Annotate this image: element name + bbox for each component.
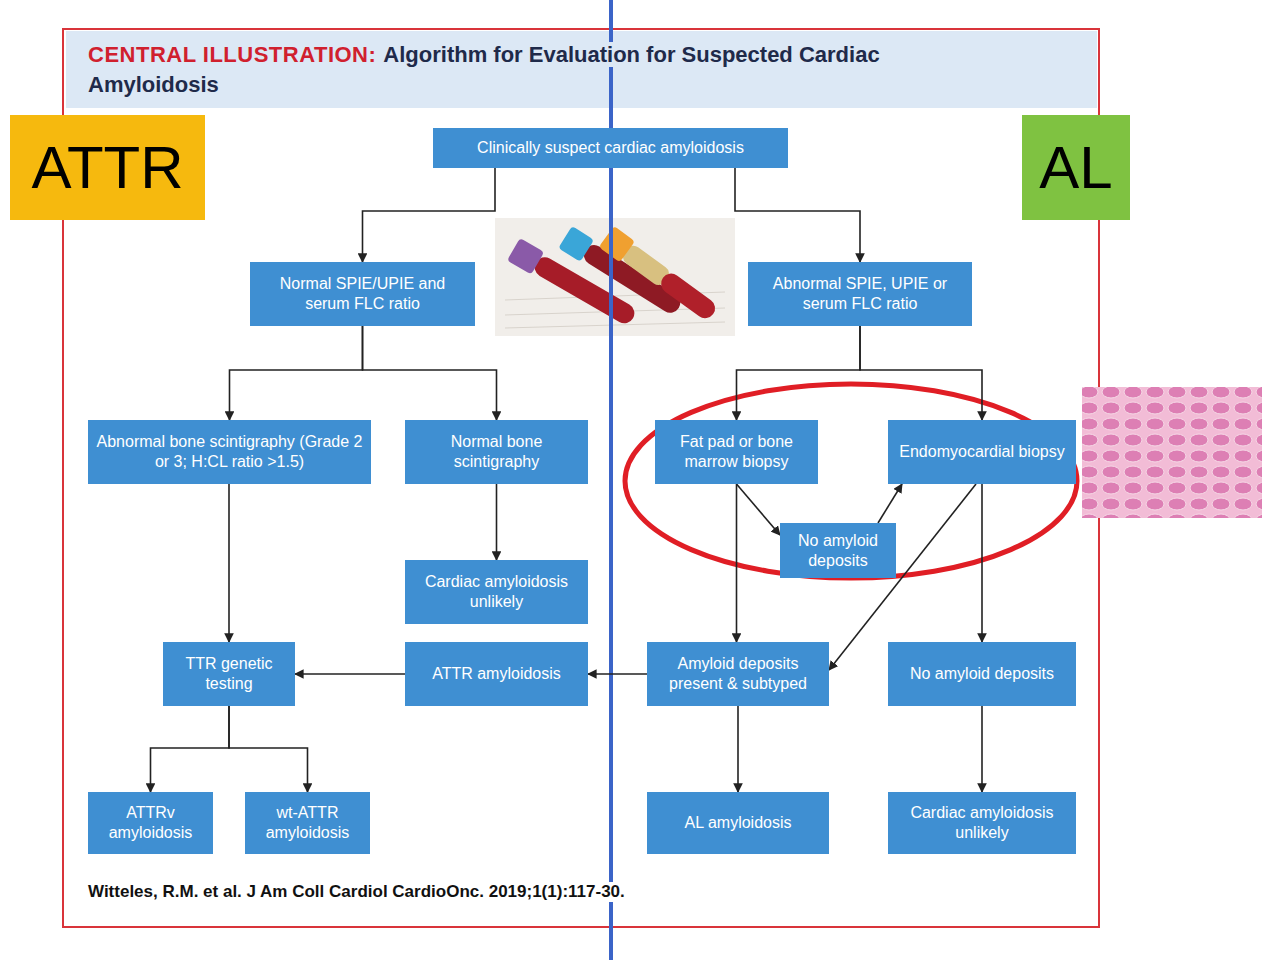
tube [599,226,721,325]
process-box: Abnormal bone scintigraphy (Grade 2 or 3… [88,420,371,484]
process-box: Endomyocardial biopsy [888,420,1076,484]
tube-body [657,270,719,323]
tube [558,226,685,319]
result-box: ATTRv amyloidosis [88,792,213,854]
tube-cap [558,226,594,262]
flow-arrow [981,484,983,642]
result-box: Cardiac amyloidosis unlikely [405,560,588,624]
box-text: AL amyloidosis [655,813,821,833]
blood-tubes-photo [495,218,735,336]
flow-arrow [735,168,860,262]
box-text: Cardiac amyloidosis unlikely [896,803,1068,843]
box-text: Amyloid deposits present & subtyped [655,654,821,694]
process-box: TTR genetic testing [163,642,295,706]
flow-arrow [860,326,982,420]
box-text: AL [1026,135,1126,201]
flow-arrow [363,326,497,420]
result-box: Amyloid deposits present & subtyped [647,642,829,706]
type-tag: AL [1022,115,1130,220]
flow-arrow [588,673,647,675]
highlight-ellipse [625,384,1077,578]
result-box: ATTR amyloidosis [405,642,588,706]
box-text: TTR genetic testing [171,654,287,694]
process-box: Abnormal SPIE, UPIE or serum FLC ratio [748,262,972,326]
result-box: No amyloid deposits [888,642,1076,706]
box-text: No amyloid deposits [896,664,1068,684]
paper-line [505,322,725,328]
flow-arrow [736,484,738,642]
title-block: CENTRAL ILLUSTRATION:Algorithm for Evalu… [88,40,948,99]
process-box: No amyloid deposits [780,523,896,578]
histology-image [1082,387,1262,518]
flow-arrow [737,484,781,535]
box-text: Abnormal SPIE, UPIE or serum FLC ratio [756,274,964,314]
flow-arrow [295,673,405,675]
type-tag: ATTR [10,115,205,220]
flow-arrow [737,706,739,792]
process-box: Clinically suspect cardiac amyloidosis [433,128,788,168]
caption: Witteles, R.M. et al. J Am Coll Cardiol … [88,882,625,902]
flow-arrow [151,706,230,792]
box-text: Normal bone scintigraphy [413,432,580,472]
figure-frame [63,29,1099,927]
flow-arrow [230,326,363,420]
title-tag: CENTRAL ILLUSTRATION: [88,42,376,67]
flow-arrow [363,168,496,262]
result-box: AL amyloidosis [647,792,829,854]
box-text: ATTR [14,135,201,201]
box-text: Endomyocardial biopsy [896,442,1068,462]
title-band [66,31,1097,108]
flow-arrow [981,706,983,792]
process-box: Normal bone scintigraphy [405,420,588,484]
process-box: Normal SPIE/UPIE and serum FLC ratio [250,262,475,326]
tube-cap [507,238,544,275]
box-text: Fat pad or bone marrow biopsy [663,432,810,472]
box-text: ATTRv amyloidosis [96,803,205,843]
box-text: Abnormal bone scintigraphy (Grade 2 or 3… [96,432,363,472]
process-box: Fat pad or bone marrow biopsy [655,420,818,484]
result-box: Cardiac amyloidosis unlikely [888,792,1076,854]
flow-arrow [229,706,308,792]
flow-arrow [228,484,230,642]
result-box: wt-ATTR amyloidosis [245,792,370,854]
box-text: ATTR amyloidosis [413,664,580,684]
flow-arrow [878,484,902,523]
flow-arrow [737,326,861,420]
box-text: No amyloid deposits [788,531,888,571]
paper-ground [495,218,735,336]
box-text: Normal SPIE/UPIE and serum FLC ratio [258,274,467,314]
tube-cap [599,226,635,262]
box-text: Cardiac amyloidosis unlikely [413,572,580,612]
flow-arrow [496,484,498,560]
box-text: Clinically suspect cardiac amyloidosis [441,138,780,158]
box-text: wt-ATTR amyloidosis [253,803,362,843]
